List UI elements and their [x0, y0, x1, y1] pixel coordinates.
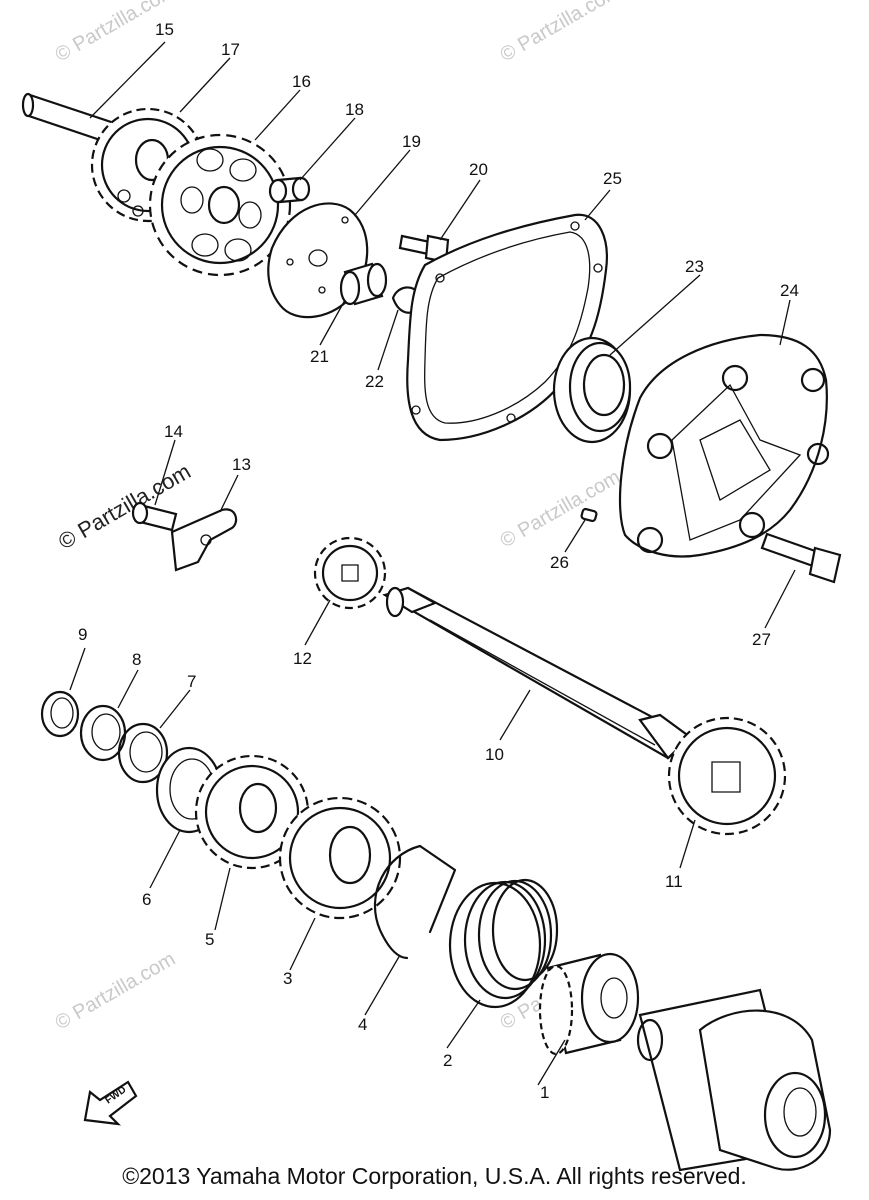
callout-16: 16 [292, 72, 311, 91]
callout-22: 22 [365, 372, 384, 391]
part-10-shaft [382, 586, 692, 760]
part-27-bolt [760, 532, 842, 584]
callout-13: 13 [232, 455, 251, 474]
callout-7: 7 [187, 672, 196, 691]
part-4-clip [374, 844, 457, 960]
callout-5: 5 [205, 930, 214, 949]
callout-8: 8 [132, 650, 141, 669]
part-9-circlip [40, 690, 80, 738]
part-1-gear [538, 952, 640, 1056]
callout-3: 3 [283, 969, 292, 988]
callout-20: 20 [469, 160, 488, 179]
leader-lines [69, 41, 796, 1086]
callout-17: 17 [221, 40, 240, 59]
part-7-circlip [117, 722, 169, 784]
fwd-arrow: FWD [83, 1080, 138, 1126]
part-3-gear [278, 796, 402, 920]
part-23-seal [552, 336, 632, 444]
watermark-bottom-left: © Partzilla.com [52, 948, 180, 1034]
part-18-bushing [268, 176, 311, 204]
part-2-spring [448, 878, 559, 1009]
part-11-gear [667, 716, 787, 836]
part-12-gear [313, 536, 387, 610]
copyright-notice: ©2013 Yamaha Motor Corporation, U.S.A. A… [122, 1163, 747, 1189]
callout-19: 19 [402, 132, 421, 151]
callout-2: 2 [443, 1051, 452, 1070]
starter-motor [636, 988, 832, 1172]
callout-18: 18 [345, 100, 364, 119]
part-24-housing [618, 333, 830, 558]
part-21-collar [339, 262, 388, 306]
part-13-plate [170, 508, 238, 572]
callout-14: 14 [164, 422, 183, 441]
callout-10: 10 [485, 745, 504, 764]
callout-24: 24 [780, 281, 799, 300]
callout-6: 6 [142, 890, 151, 909]
callout-21: 21 [310, 347, 329, 366]
callouts: 1 2 3 4 5 6 7 8 9 10 11 12 13 14 15 16 1… [78, 20, 799, 1102]
watermark-mid-right: © Partzilla.com [497, 466, 625, 552]
part-5-gear [194, 754, 310, 870]
part-16-gear [148, 133, 292, 277]
callout-12: 12 [293, 649, 312, 668]
callout-11: 11 [665, 872, 683, 891]
callout-26: 26 [550, 553, 569, 572]
callout-15: 15 [155, 20, 174, 39]
callout-4: 4 [358, 1015, 367, 1034]
callout-9: 9 [78, 625, 87, 644]
watermark-top-right: © Partzilla.com [497, 0, 625, 66]
callout-27: 27 [752, 630, 771, 649]
part-14-screw [131, 501, 178, 532]
callout-23: 23 [685, 257, 704, 276]
callout-1: 1 [540, 1083, 549, 1102]
callout-25: 25 [603, 169, 622, 188]
part-26-pin [580, 507, 598, 523]
